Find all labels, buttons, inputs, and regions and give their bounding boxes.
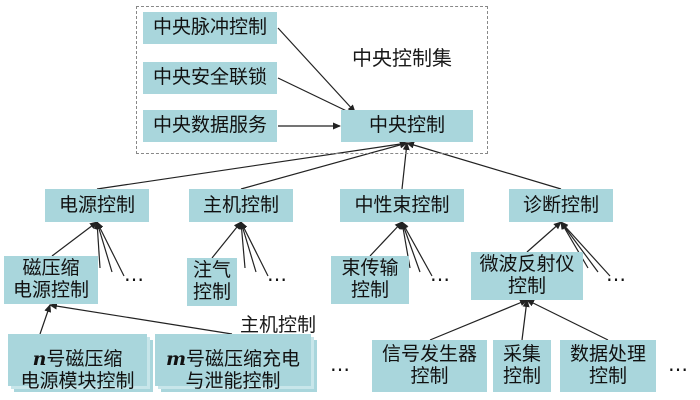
data-processing-control-node: 数据处理 控制 bbox=[560, 340, 656, 392]
magnetic-module-ellipsis: … bbox=[330, 352, 351, 376]
signal-to-microwave-connector bbox=[429, 299, 528, 341]
host-control-group-label: 主机控制 bbox=[240, 314, 317, 336]
n-magnetic-module-control-node: n号磁压缩 电源模块控制 bbox=[8, 334, 147, 392]
central-control-group-frame bbox=[136, 6, 488, 154]
diagnostic-sub-ellipsis: … bbox=[668, 352, 689, 376]
power-control-node: 电源控制 bbox=[45, 189, 149, 222]
n-magnetic-module-label: n号磁压缩 电源模块控制 bbox=[20, 327, 134, 393]
neutral-beam-ellipsis: … bbox=[430, 262, 451, 286]
acquisition-to-microwave-connector bbox=[521, 299, 530, 341]
central-control-node: 中央控制 bbox=[341, 110, 473, 142]
magnetic-to-power-connector bbox=[51, 221, 98, 257]
n-module-text: 号磁压缩 电源模块控制 bbox=[20, 348, 135, 392]
power-branch-3-connector bbox=[95, 221, 113, 273]
injection-to-host-connector bbox=[211, 221, 242, 259]
m-prefix: m bbox=[165, 348, 187, 371]
diagnostic-control-node: 诊断控制 bbox=[509, 189, 613, 222]
m-magnetic-charge-discharge-control-node: m号磁压缩充电 与泄能控制 bbox=[155, 334, 311, 392]
n-prefix: n bbox=[32, 348, 47, 371]
host-branch-2-connector bbox=[238, 221, 246, 269]
power-branch-4-connector bbox=[96, 221, 125, 277]
gas-injection-control-node: 注气 控制 bbox=[187, 258, 237, 306]
microwave-to-diagnostic-connector bbox=[526, 221, 562, 253]
beam-transport-control-node: 束传输 控制 bbox=[331, 256, 409, 304]
beam-to-neutral-connector bbox=[369, 221, 403, 257]
acquisition-control-node: 采集 控制 bbox=[493, 340, 551, 392]
neutral-beam-control-node: 中性束控制 bbox=[340, 189, 464, 222]
processing-to-microwave-connector bbox=[526, 299, 609, 341]
central-safety-interlock-node: 中央安全联锁 bbox=[143, 62, 277, 94]
central-pulse-control-node: 中央脉冲控制 bbox=[143, 12, 277, 44]
signal-generator-control-node: 信号发生器 控制 bbox=[372, 340, 487, 392]
host-branch-3-connector bbox=[239, 221, 257, 273]
host-control-ellipsis: … bbox=[267, 262, 288, 286]
magnetic-compression-power-control-node: 磁压缩 电源控制 bbox=[4, 256, 98, 304]
host-control-node: 主机控制 bbox=[189, 189, 293, 222]
central-data-service-node: 中央数据服务 bbox=[143, 110, 277, 142]
diagnostic-ellipsis: … bbox=[606, 262, 627, 286]
power-control-ellipsis: … bbox=[124, 262, 145, 286]
m-module-text: 号磁压缩充电 与泄能控制 bbox=[185, 348, 301, 392]
host-branch-4-connector bbox=[240, 221, 269, 277]
central-control-group-title: 中央控制集 bbox=[352, 46, 452, 70]
microwave-reflectometer-control-node: 微波反射仪 控制 bbox=[471, 252, 583, 300]
m-magnetic-charge-label: m号磁压缩充电 与泄能控制 bbox=[166, 327, 300, 393]
